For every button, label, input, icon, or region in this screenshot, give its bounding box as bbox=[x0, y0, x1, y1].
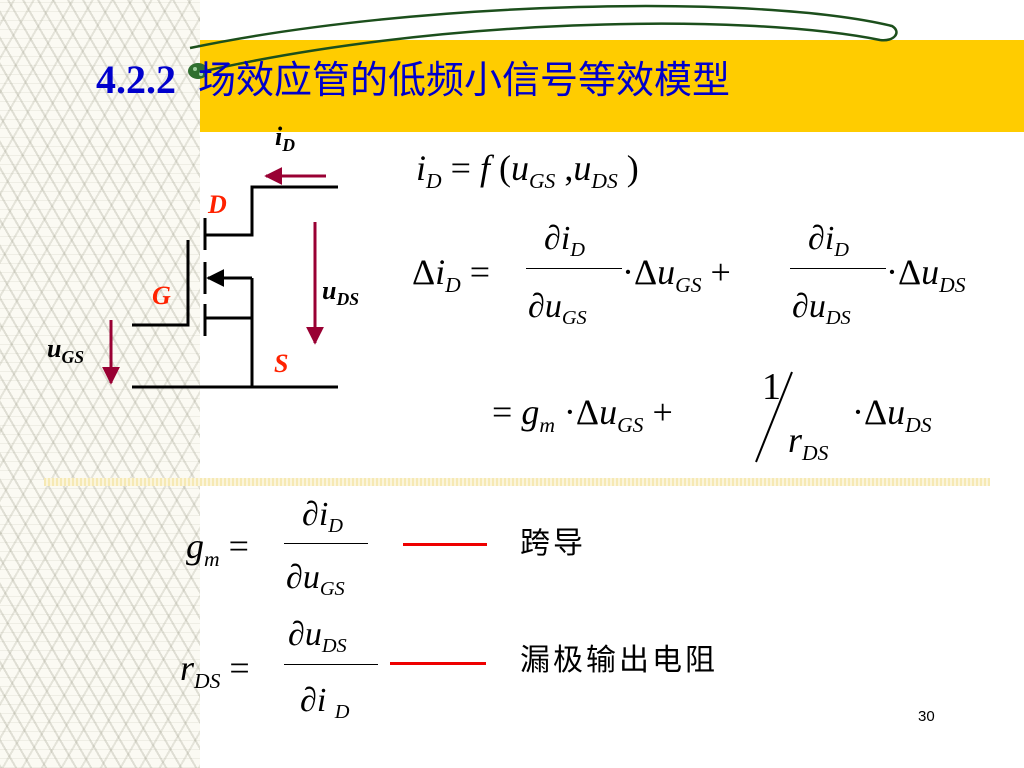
vds-label: uDS bbox=[322, 276, 360, 309]
gate-lead bbox=[132, 240, 190, 327]
rds-leader-line bbox=[390, 662, 486, 665]
title-band bbox=[200, 40, 1024, 132]
section-divider bbox=[44, 478, 990, 486]
rds-term-name: 漏极输出电阻 bbox=[520, 643, 718, 678]
drain-lead bbox=[205, 185, 338, 237]
partial-id-numerator-2: ∂iD bbox=[808, 220, 849, 262]
rds-fraction-bar bbox=[284, 664, 378, 666]
source-terminal-label: S bbox=[274, 349, 289, 378]
partial-id-numerator-1: ∂iD bbox=[544, 220, 585, 262]
drain-current-label: iD bbox=[275, 122, 295, 155]
fraction-bar-2 bbox=[790, 268, 886, 270]
decorative-bead bbox=[188, 63, 208, 79]
slash-fraction-bar bbox=[755, 371, 793, 463]
term-delta-uds: ·ΔuDS bbox=[886, 252, 966, 297]
section-number: 4.2.2 bbox=[96, 57, 176, 102]
equation-drain-current-function: iD = f (uGS ,uDS ) bbox=[416, 148, 639, 193]
slide-title: 4.2.2 场效应管的低频小信号等效模型 bbox=[96, 50, 730, 110]
title-text: 场效应管的低频小信号等效模型 bbox=[198, 58, 731, 102]
gm-leader-line bbox=[403, 543, 487, 546]
equation-delta-id-lhs: ΔiD = bbox=[412, 252, 491, 297]
rds-denominator: ∂i D bbox=[300, 682, 350, 724]
source-lead bbox=[205, 316, 254, 387]
slash-fraction-numerator: 1 bbox=[762, 366, 781, 408]
slash-fraction-denominator: rDS bbox=[788, 420, 829, 465]
page-number: 30 bbox=[918, 708, 935, 725]
partial-ugs-denominator-1: ∂uGS bbox=[528, 288, 587, 330]
gm-numerator: ∂iD bbox=[302, 496, 343, 538]
partial-uds-denominator-2: ∂uDS bbox=[792, 288, 851, 330]
gm-fraction-bar bbox=[284, 543, 368, 545]
drain-terminal-label: D bbox=[208, 190, 227, 219]
decorative-pattern-panel bbox=[0, 0, 200, 768]
fraction-bar-1 bbox=[526, 268, 622, 270]
vgs-label: uGS bbox=[47, 334, 85, 367]
gm-term-name: 跨导 bbox=[520, 526, 586, 561]
term-delta-ugs: ·ΔuGS + bbox=[622, 252, 731, 297]
gm-denominator: ∂uGS bbox=[286, 559, 345, 601]
rds-numerator: ∂uDS bbox=[288, 616, 347, 658]
equation-small-signal-model: = gm ·ΔuGS + bbox=[492, 392, 673, 437]
term-delta-uds-2: ·ΔuDS bbox=[852, 392, 932, 437]
rds-definition-lhs: rDS = bbox=[180, 648, 250, 693]
gm-definition-lhs: gm = bbox=[186, 526, 249, 571]
gate-terminal-label: G bbox=[152, 281, 171, 310]
